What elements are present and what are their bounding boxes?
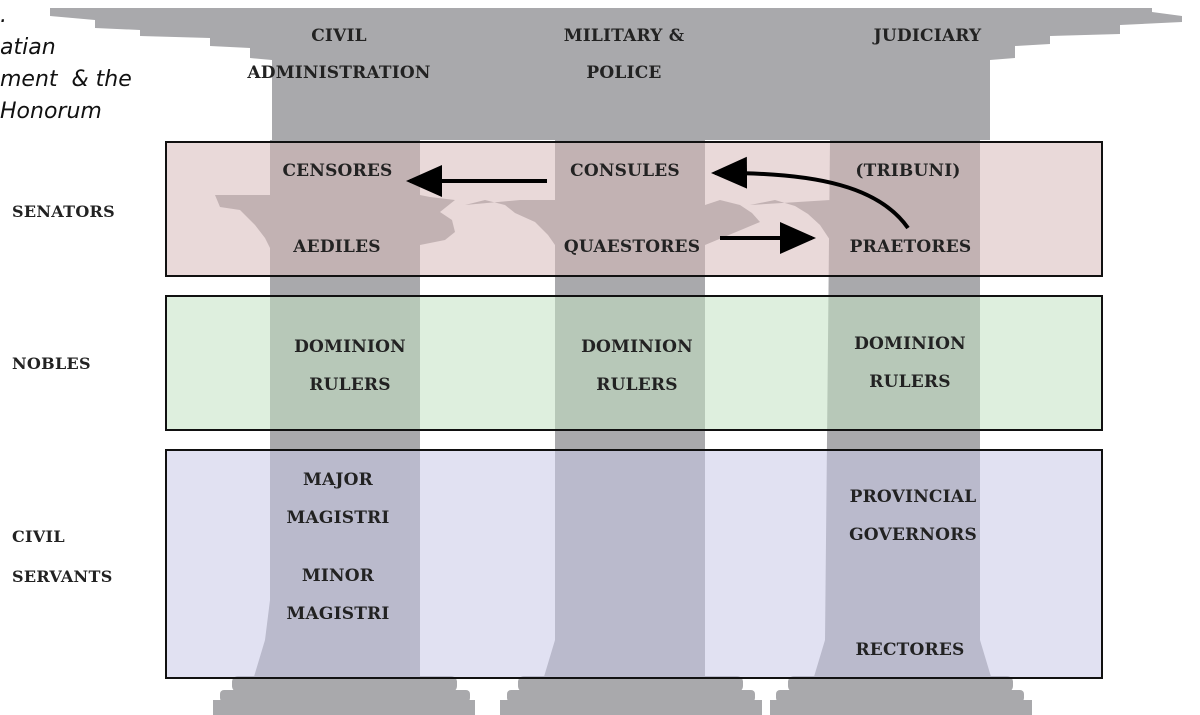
column-bases [213, 676, 1032, 715]
office-dominion-rulers-civil: DOMINION RULERS [294, 337, 406, 395]
rank-nobles: NOBLES [12, 354, 91, 373]
senators-band [165, 141, 1103, 277]
rank-senators: SENATORS [12, 202, 116, 221]
entablature [50, 8, 1182, 140]
office-quaestores: QUAESTORES [563, 237, 701, 257]
nobles-band [165, 295, 1103, 431]
office-dominion-rulers-military: DOMINION RULERS [581, 337, 693, 395]
office-provincial-governors: PROVINCIAL GOVERNORS [849, 487, 977, 545]
office-aediles: AEDILES [293, 237, 381, 257]
civil-servants-band [165, 449, 1103, 679]
office-rectores: RECTORES [855, 640, 965, 660]
office-praetores: PRAETORES [849, 237, 972, 257]
arrow-praetores-to-consules [711, 156, 910, 230]
office-dominion-rulers-judiciary: DOMINION RULERS [854, 334, 966, 392]
office-tribuni: (TRIBUNI) [855, 161, 961, 181]
column-header-judiciary: JUDICIARY [873, 26, 982, 46]
column-header-military-police: MILITARY & POLICE [563, 26, 685, 83]
office-minor-magistri: MINOR MAGISTRI [286, 566, 390, 624]
rank-civil-servants: CIVIL SERVANTS [12, 527, 113, 586]
office-consules: CONSULES [570, 161, 680, 181]
office-censores: CENSORES [282, 161, 393, 181]
diagram-title: . atian ment & the Honorum [0, 3, 132, 124]
office-major-magistri: MAJOR MAGISTRI [286, 470, 390, 528]
column-header-civil-administration: CIVIL ADMINISTRATION [247, 26, 431, 83]
